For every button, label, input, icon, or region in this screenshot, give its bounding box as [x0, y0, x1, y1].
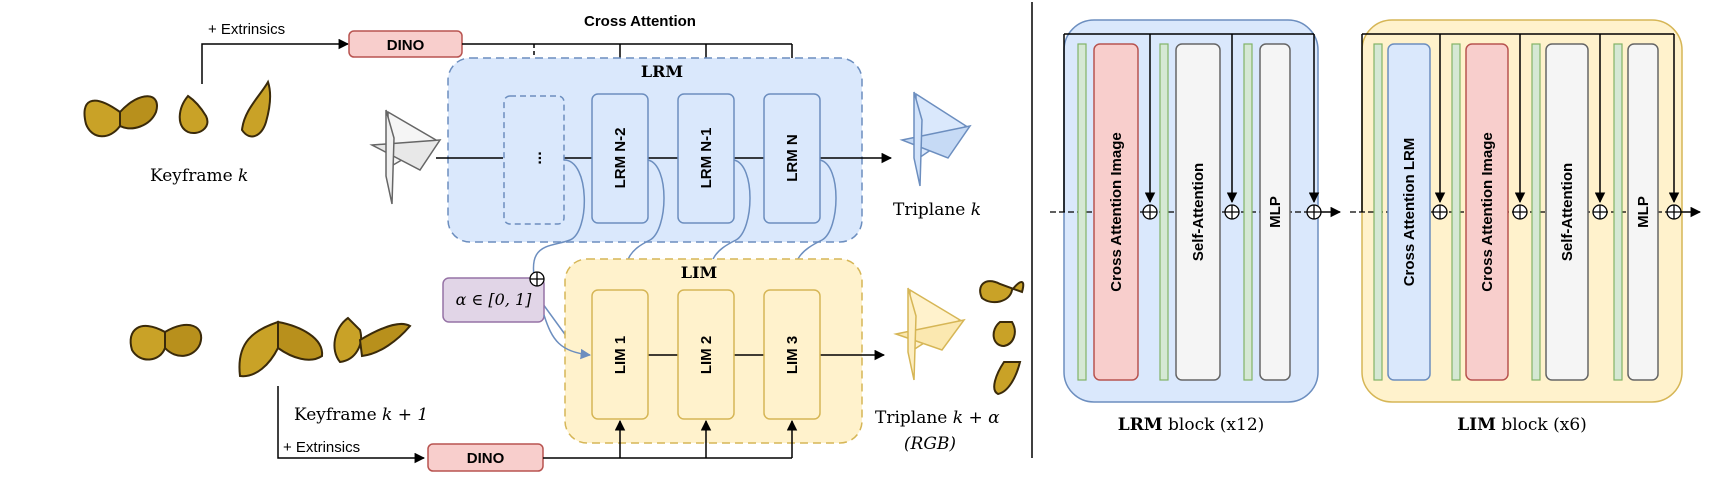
dino-top-label: DINO	[387, 37, 425, 54]
triplane-k-alpha-label: Triplane k + α	[875, 408, 1000, 428]
extrinsics-top-label: + Extrinsics	[208, 21, 285, 38]
butterfly-image	[178, 94, 209, 134]
lrm-block-n1	[677, 93, 735, 224]
triplane-rgb-label: (RGB)	[904, 434, 956, 454]
triplane-k-icon	[899, 91, 972, 187]
lrm-mlp-layer	[1259, 43, 1291, 381]
lrm-block-n1-label: LRM N-1	[698, 128, 715, 189]
add-icon	[1512, 204, 1528, 220]
lim-self-attention-layer	[1545, 43, 1589, 381]
lim-title: LIM	[681, 263, 717, 282]
feature-connector	[532, 159, 586, 356]
lrm-self-attention-layer	[1175, 43, 1221, 381]
alpha-box	[442, 277, 545, 323]
lrm-block-n	[763, 93, 821, 224]
lrm-cross-attention-image-label: Cross Attention Image	[1108, 132, 1125, 291]
extrinsics-bottom-label: + Extrinsics	[283, 439, 360, 456]
butterfly-image	[333, 316, 412, 364]
alpha-label: α ∈ [0, 1]	[456, 290, 533, 309]
lrm-block-n2-label: LRM N-2	[612, 128, 629, 189]
add-icon	[1306, 204, 1322, 220]
layernorm-bar	[1531, 43, 1541, 381]
add-icon	[1592, 204, 1608, 220]
butterfly-image	[240, 79, 272, 138]
lim-block-1-label: LIM 1	[612, 336, 629, 374]
lrm-block-caption: LRM block (x12)	[1118, 415, 1265, 435]
cross-attention-label: Cross Attention	[584, 13, 696, 30]
layernorm-bar	[1373, 43, 1383, 381]
butterfly-image	[238, 320, 324, 378]
lim-mlp-layer	[1627, 43, 1659, 381]
add-icon	[1142, 204, 1158, 220]
lim-block-1	[591, 289, 649, 420]
lim-block-3-label: LIM 3	[784, 336, 801, 374]
lrm-block-n-label: LRM N	[784, 134, 801, 182]
lrm-mlp-label: MLP	[1267, 196, 1284, 228]
input-triplane-icon	[369, 109, 442, 205]
triplane-k-alpha-icon	[893, 287, 966, 381]
add-icon	[529, 271, 545, 287]
lim-mlp-label: MLP	[1635, 196, 1652, 228]
keyframe-k1-label: Keyframe k + 1	[294, 405, 428, 425]
lim-block-caption: LIM block (x6)	[1457, 415, 1587, 435]
lim-cross-attention-image-label: Cross Attention Image	[1479, 132, 1496, 291]
triplane-k-label: Triplane k	[893, 200, 981, 220]
add-icon	[1432, 204, 1448, 220]
butterfly-image	[83, 95, 158, 138]
lim-cross-attention-image-layer	[1465, 43, 1509, 381]
lrm-ellipsis-label: ...	[528, 151, 545, 164]
butterfly-image	[129, 323, 203, 361]
lim-cross-attention-lrm-layer	[1387, 43, 1431, 381]
keyframe-k-images	[83, 79, 272, 138]
layernorm-bar	[1613, 43, 1623, 381]
extrinsics-arrow-bottom	[277, 386, 426, 464]
lrm-self-attention-label: Self-Attention	[1190, 163, 1207, 261]
rgb-render-images	[979, 280, 1025, 396]
lrm-block-n2	[591, 93, 649, 224]
extrinsics-arrow-top	[201, 38, 350, 84]
lim-self-attention-label: Self-Attention	[1559, 163, 1576, 261]
alpha-connector	[543, 314, 592, 360]
lim-block-2	[677, 289, 735, 420]
lim-block-3	[763, 289, 821, 420]
keyframe-k-label: Keyframe k	[150, 166, 248, 186]
layernorm-bar	[1159, 43, 1169, 381]
layernorm-bar	[1451, 43, 1461, 381]
add-icon	[1666, 204, 1682, 220]
add-icon	[1224, 204, 1240, 220]
keyframe-k1-images	[129, 316, 412, 378]
layernorm-bar	[1077, 43, 1087, 381]
lim-block-2-label: LIM 2	[698, 336, 715, 374]
lrm-cross-attention-image-layer	[1093, 43, 1139, 381]
lim-cross-attention-lrm-label: Cross Attention LRM	[1401, 138, 1418, 287]
dino-bottom-label: DINO	[467, 450, 505, 467]
lrm-title: LRM	[641, 62, 683, 81]
layernorm-bar	[1243, 43, 1253, 381]
